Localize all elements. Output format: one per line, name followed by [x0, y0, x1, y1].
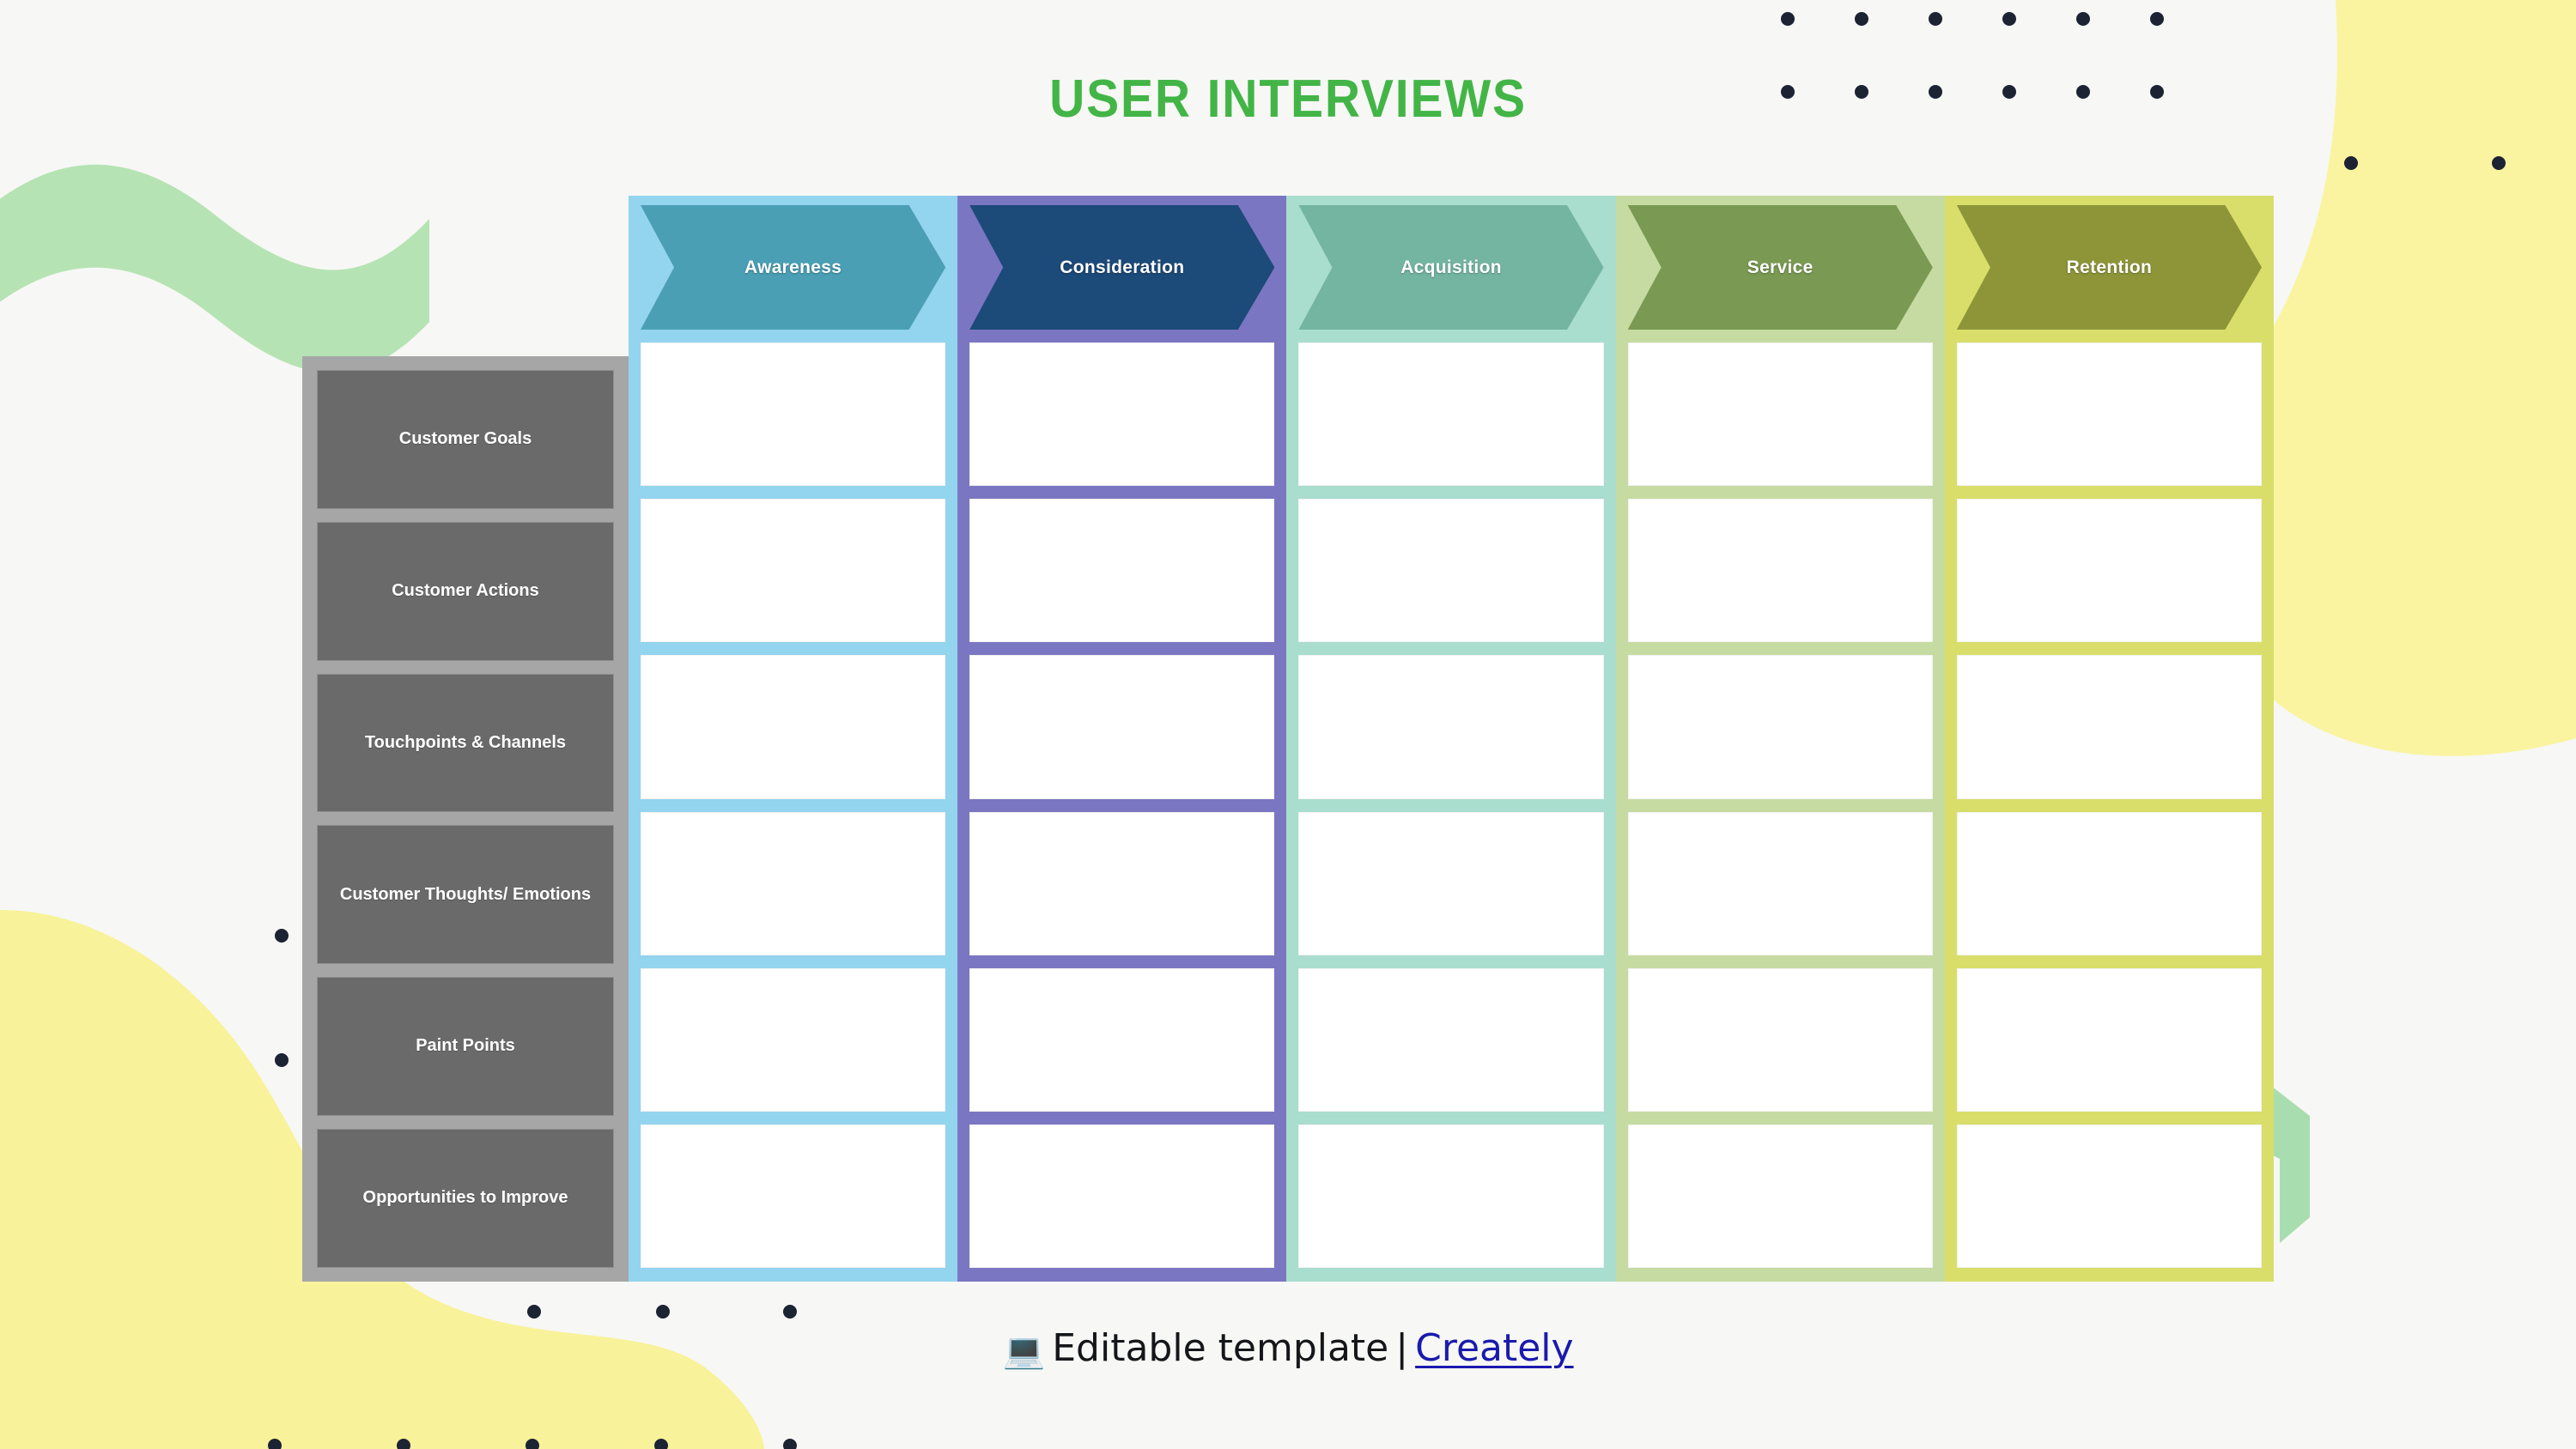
decorative-dot — [1929, 12, 1942, 26]
row-label[interactable]: Customer Thoughts/ Emotions — [317, 825, 614, 965]
stage-header-retention[interactable]: Retention — [1956, 205, 2263, 330]
stage-header-label: Service — [1747, 257, 1814, 277]
page-title: USER INTERVIEWS — [1049, 70, 1527, 129]
row-label[interactable]: Paint Points — [317, 977, 614, 1117]
decorative-dot — [268, 1439, 282, 1449]
journey-cell[interactable] — [969, 343, 1275, 487]
stage-column-acquisition: Acquisition — [1286, 196, 1616, 1282]
journey-cell[interactable] — [1298, 811, 1604, 955]
journey-cell[interactable] — [1298, 655, 1604, 799]
decorative-dot — [2076, 12, 2090, 26]
journey-cell[interactable] — [641, 811, 946, 955]
journey-cell[interactable] — [641, 343, 946, 487]
journey-cell[interactable] — [1627, 343, 1933, 487]
stage-header-service[interactable]: Service — [1627, 205, 1933, 330]
journey-cell[interactable] — [1627, 1124, 1933, 1269]
decorative-dot — [527, 1305, 541, 1319]
footer: 💻Editable template|Creately — [0, 1326, 2576, 1371]
decorative-dot — [1855, 12, 1868, 26]
stage-column-service: Service — [1615, 196, 1945, 1282]
stage-header-label: Retention — [2066, 257, 2153, 277]
stage-header-label: Consideration — [1060, 257, 1185, 277]
journey-cell[interactable] — [1627, 655, 1933, 799]
footer-text: Editable template — [1052, 1326, 1389, 1370]
journey-cell[interactable] — [969, 811, 1275, 955]
decorative-dot — [783, 1439, 797, 1449]
decorative-dot — [656, 1305, 670, 1319]
journey-cell[interactable] — [641, 1124, 946, 1269]
journey-cell[interactable] — [1956, 967, 2263, 1112]
green-side-tab — [2271, 1086, 2310, 1243]
journey-cell[interactable] — [1956, 343, 2263, 487]
chevron-shape — [1956, 205, 2263, 330]
decorative-dot — [275, 1053, 289, 1067]
stage-column-consideration: Consideration — [957, 196, 1287, 1282]
chevron-shape — [641, 205, 946, 330]
decorative-dot — [2002, 12, 2016, 26]
row-label[interactable]: Customer Goals — [317, 370, 614, 509]
row-label[interactable]: Customer Actions — [317, 521, 614, 661]
journey-cell[interactable] — [1956, 1124, 2263, 1269]
decorative-dot — [783, 1305, 797, 1319]
journey-cell[interactable] — [1627, 811, 1933, 955]
journey-cell[interactable] — [1956, 499, 2263, 643]
chevron-shape — [1298, 205, 1604, 330]
decorative-dot — [2492, 156, 2506, 170]
journey-cell[interactable] — [969, 499, 1275, 643]
decorative-dot — [275, 929, 289, 943]
stage-header-acquisition[interactable]: Acquisition — [1298, 205, 1604, 330]
journey-cell[interactable] — [1298, 499, 1604, 643]
journey-cell[interactable] — [969, 655, 1275, 799]
journey-cell[interactable] — [641, 499, 946, 643]
laptop-icon: 💻 — [1002, 1331, 1046, 1371]
decorative-dot — [1781, 12, 1795, 26]
journey-cell[interactable] — [641, 967, 946, 1112]
journey-cell[interactable] — [1298, 343, 1604, 487]
creately-link[interactable]: Creately — [1415, 1326, 1574, 1370]
stage-column-retention: Retention — [1944, 196, 2275, 1282]
decorative-dot — [2150, 12, 2164, 26]
journey-cell[interactable] — [1627, 967, 1933, 1112]
stage-header-awareness[interactable]: Awareness — [641, 205, 946, 330]
stage-header-label: Acquisition — [1400, 257, 1502, 277]
decorative-dot — [654, 1439, 668, 1449]
journey-cell[interactable] — [1298, 1124, 1604, 1269]
journey-cell[interactable] — [969, 1124, 1275, 1269]
footer-separator: | — [1395, 1326, 1409, 1370]
stage-header-label: Awareness — [744, 257, 842, 277]
stage-header-consideration[interactable]: Consideration — [969, 205, 1275, 330]
journey-cell[interactable] — [641, 655, 946, 799]
row-label[interactable]: Opportunities to Improve — [317, 1129, 614, 1268]
decorative-dot — [526, 1439, 539, 1449]
journey-cell[interactable] — [1298, 967, 1604, 1112]
chevron-shape — [1627, 205, 1933, 330]
row-label[interactable]: Touchpoints & Channels — [317, 673, 614, 813]
journey-cell[interactable] — [1956, 655, 2263, 799]
decorative-dot — [397, 1439, 410, 1449]
chevron-shape — [969, 205, 1275, 330]
stage-columns: Awareness Consideration Acquisition Service… — [629, 196, 2275, 1282]
journey-cell[interactable] — [969, 967, 1275, 1112]
journey-cell[interactable] — [1956, 811, 2263, 955]
stage-column-awareness: Awareness — [629, 196, 958, 1282]
decorative-dot — [2344, 156, 2358, 170]
journey-cell[interactable] — [1627, 499, 1933, 643]
